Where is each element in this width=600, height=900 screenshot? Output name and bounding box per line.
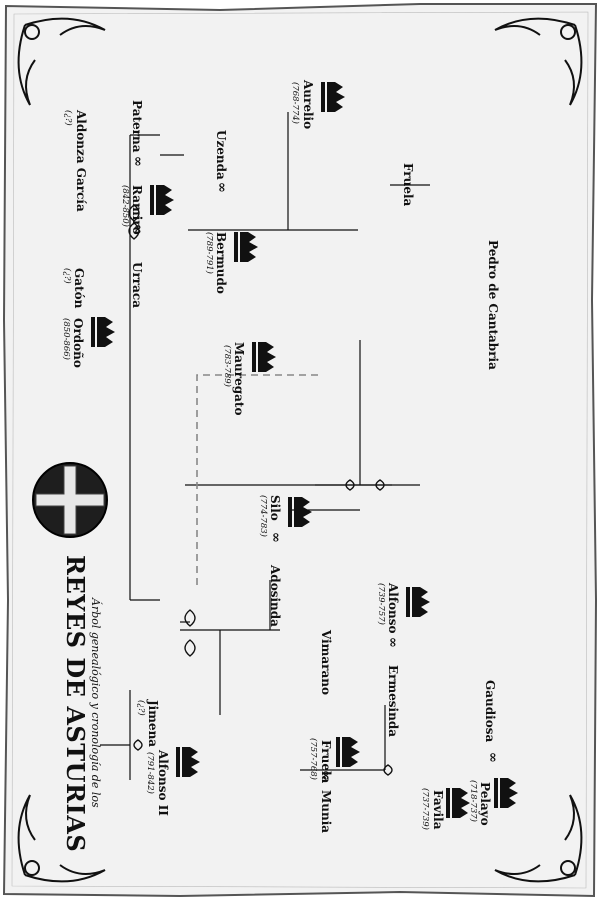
uzenda-name: Uzenda (214, 130, 228, 180)
marriage-ramiro-paterna: ∞ (130, 156, 145, 167)
aldonza-dates: (¿?) (63, 110, 73, 126)
pedro-name: Pedro de Cantabria (486, 240, 500, 370)
silo-name: Silo (268, 495, 282, 521)
jimena-name: Jimena (146, 700, 160, 748)
crown-icon (252, 342, 276, 372)
tree-knot (128, 204, 140, 222)
urraca-name: Urraca (130, 262, 144, 308)
marriage-ermesinda-alfonso: ∞ (385, 637, 400, 648)
dashed-link (196, 374, 320, 585)
fruela1-dates: (757-768) (308, 738, 318, 780)
alfonso2-name: Alfonso II (156, 750, 170, 816)
favila-name: Favila (431, 790, 445, 830)
silo-dates: (774-783) (258, 495, 268, 537)
aldonza-name: Aldonza García (74, 110, 88, 212)
marriage-fruela-munia: ∞ (318, 770, 333, 781)
ramiro-dates: (842-850) (120, 185, 130, 227)
marriage-adosinda-silo: ∞ (268, 532, 283, 543)
crown-icon (494, 778, 518, 808)
adosinda-name: Adosinda (268, 565, 282, 627)
crown-icon (150, 185, 174, 215)
title-line1: Árbol genealógico y cronología de los (89, 598, 102, 808)
aurelio-name: Aurelio (301, 80, 315, 130)
corner-ornament-bottom-left (17, 24, 36, 106)
paterna-name: Paterna (130, 100, 144, 153)
corner-ornament-top-right (564, 794, 583, 876)
marriage-bermudo-uzenda: ∞ (214, 182, 229, 193)
title-line2: REYES DE ASTURIAS (61, 555, 90, 853)
ermesinda-name: Ermesinda (386, 665, 400, 738)
ordono-dates: (850-866) (61, 318, 71, 360)
gaton-name: Gatón (72, 268, 86, 309)
crown-icon (288, 497, 312, 527)
bermudo-dates: (789-791) (204, 232, 214, 274)
crown-icon (321, 82, 345, 112)
munia-name: Munia (319, 790, 333, 834)
vimarano-name: Vimarano (319, 630, 333, 695)
bermudo-name: Bermudo (214, 232, 228, 294)
gaudiosa-name: Gaudiosa (483, 680, 497, 743)
marriage-pelayo-gaudiosa: ∞ (485, 752, 500, 763)
gaton-dates: (¿?) (62, 268, 72, 284)
favila-dates: (737-739) (420, 788, 430, 830)
crown-icon (336, 737, 360, 767)
mauregato-name: Mauregato (232, 342, 246, 416)
alfonso1-name: Alfonso (386, 583, 400, 634)
jimena-dates: (¿?) (136, 700, 146, 716)
crown-icon (406, 587, 430, 617)
pelayo-name: Pelayo (478, 782, 492, 826)
alfonso2-dates: (791-842) (145, 752, 155, 794)
crown-icon (446, 788, 470, 818)
ordono-name: Ordoño (71, 318, 85, 368)
crown-icon (234, 232, 258, 262)
corner-ornament-top-left (564, 24, 583, 106)
corner-ornament-bottom-right (17, 794, 36, 876)
alfonso1-dates: (739-757) (376, 583, 386, 625)
mauregato-dates: (783-789) (222, 345, 232, 387)
pelayo-dates: (718-737) (468, 780, 478, 822)
crown-icon (176, 747, 200, 777)
crown-icon (91, 317, 115, 347)
fruela-name: Fruela (401, 163, 415, 207)
marriage-ramiro-urraca: ∞ (130, 224, 145, 235)
aurelio-dates: (768-774) (290, 82, 300, 124)
